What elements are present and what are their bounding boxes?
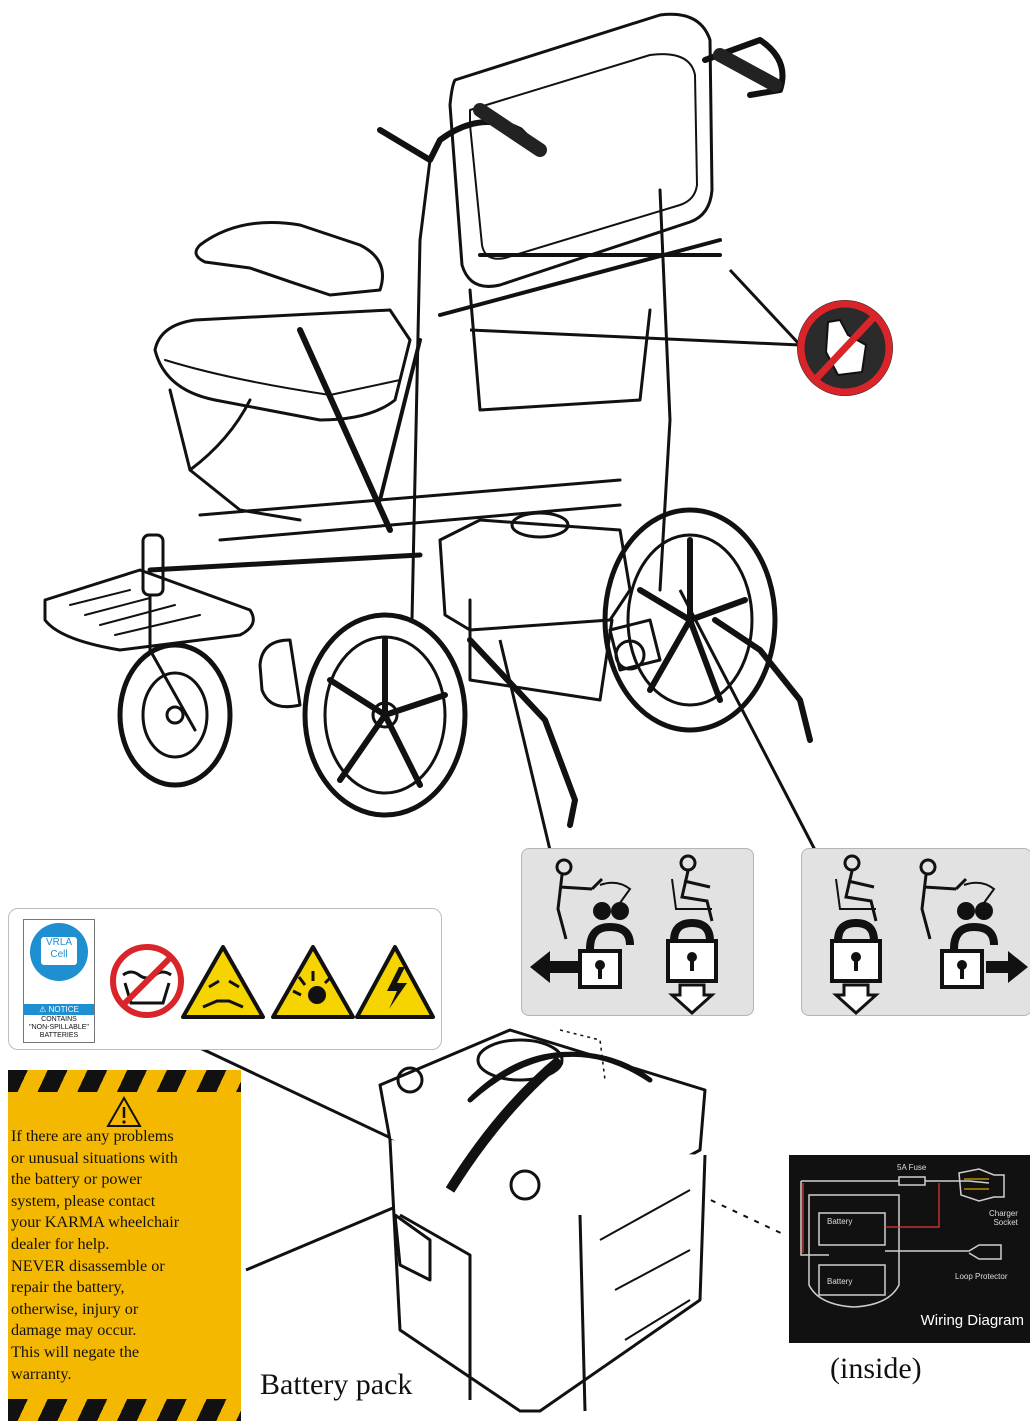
warning-line: the battery or power [11, 1170, 142, 1189]
warning-text: If there are any problems or unusual sit… [11, 1126, 239, 1385]
battery-warning-labels: VRLA Cell ⚠ NOTICE CONTAINS "NON-SPILLAB… [8, 908, 442, 1050]
battery-enclosure [808, 1194, 900, 1308]
rear-wheel-left [302, 612, 468, 818]
inside-caption: (inside) [830, 1352, 922, 1385]
chair-battery-box [438, 518, 632, 632]
battery-top-label: Battery [827, 1217, 853, 1226]
battery-pack-caption: Battery pack [260, 1368, 413, 1401]
backrest [448, 12, 714, 288]
non-spillable-line: "NON-SPILLABLE" [29, 1024, 89, 1031]
pointer-line-inside [699, 1194, 786, 1236]
no-water-icon [110, 944, 184, 1018]
warning-line: NEVER disassemble or [11, 1256, 165, 1275]
unlock-open-padlock-icon [940, 922, 998, 989]
arrow-down-icon [668, 983, 716, 1016]
armrest [194, 221, 384, 297]
vrla-badge: VRLA Cell [30, 923, 88, 981]
warning-line: damage may occur. [11, 1321, 137, 1340]
hazard-stripe-bottom [8, 1399, 241, 1421]
warning-line: dealer for help. [11, 1234, 110, 1253]
arrow-left-icon [530, 951, 578, 983]
warning-line: This will negate the [11, 1342, 140, 1361]
person-seated-icon [835, 854, 878, 922]
warning-line: otherwise, injury or [11, 1299, 139, 1318]
pointer-line-pinch-right [728, 268, 802, 347]
contains-line: CONTAINS [41, 1016, 77, 1023]
pointer-line-pinch-upper [469, 328, 801, 347]
battery-warning-panel: If there are any problems or unusual sit… [8, 1070, 241, 1421]
lock-card-right [801, 848, 1030, 1016]
lock-closed-padlock-icon [666, 918, 718, 983]
high-voltage-warning-icon [355, 945, 435, 1019]
charger-socket-label: Charger Socket [989, 1209, 1018, 1227]
warning-line: If there are any problems [11, 1127, 174, 1145]
lock-card-left [521, 848, 754, 1016]
pointer-line-lock-right [678, 589, 817, 851]
fuse-label: 5A Fuse [897, 1163, 927, 1172]
battery-pack-drawing [378, 1028, 707, 1413]
warning-line: repair the battery, [11, 1278, 125, 1297]
warning-line: warranty. [11, 1364, 72, 1383]
arrow-down-icon [832, 983, 880, 1016]
batteries-line: BATTERIES [39, 1032, 79, 1039]
arrow-right-icon [986, 951, 1028, 983]
socket-label: Socket [993, 1218, 1018, 1227]
warning-line: system, please contact [11, 1191, 156, 1210]
fuse-box [898, 1176, 926, 1186]
seat [153, 308, 412, 422]
front-caster [117, 642, 233, 788]
battery-top-box [818, 1212, 886, 1246]
explosive-warning-icon [271, 945, 355, 1019]
person-pushing-icon [919, 858, 996, 940]
charger-label: Charger [989, 1209, 1018, 1218]
wiring-diagram: 5A Fuse Battery Battery Charger Socket L… [789, 1155, 1030, 1343]
warning-line: or unusual situations with [11, 1148, 178, 1167]
loop-protector-label: Loop Protector [955, 1272, 1008, 1281]
lock-closed-padlock-icon [830, 918, 882, 983]
battery-icon: VRLA Cell [41, 937, 77, 965]
hazard-stripe-top [8, 1070, 241, 1092]
non-spillable-text: CONTAINS "NON-SPILLABLE" BATTERIES [24, 1016, 94, 1040]
pointer-line-warning [245, 1203, 401, 1272]
warning-line: your KARMA wheelchair [11, 1213, 180, 1232]
person-seated-icon [671, 854, 714, 922]
wiring-diagram-title: Wiring Diagram [920, 1312, 1024, 1329]
cell-text: Cell [50, 949, 68, 960]
warning-triangle-icon [106, 1096, 142, 1127]
notice-bar: ⚠ NOTICE [24, 1004, 94, 1015]
pointer-line-lock-left [498, 639, 552, 851]
footplate [43, 568, 255, 652]
vrla-text: VRLA [45, 937, 73, 948]
vrla-cell-label: VRLA Cell ⚠ NOTICE CONTAINS "NON-SPILLAB… [23, 919, 95, 1043]
no-pinch-sign [797, 300, 893, 396]
pointer-line-labels [199, 1046, 396, 1142]
notice-text: NOTICE [48, 1005, 79, 1014]
battery-bottom-box [818, 1264, 886, 1296]
person-pushing-icon [555, 858, 632, 940]
corrosive-warning-icon [181, 945, 265, 1019]
battery-bottom-label: Battery [827, 1277, 853, 1286]
unlock-open-padlock-icon [578, 922, 634, 989]
